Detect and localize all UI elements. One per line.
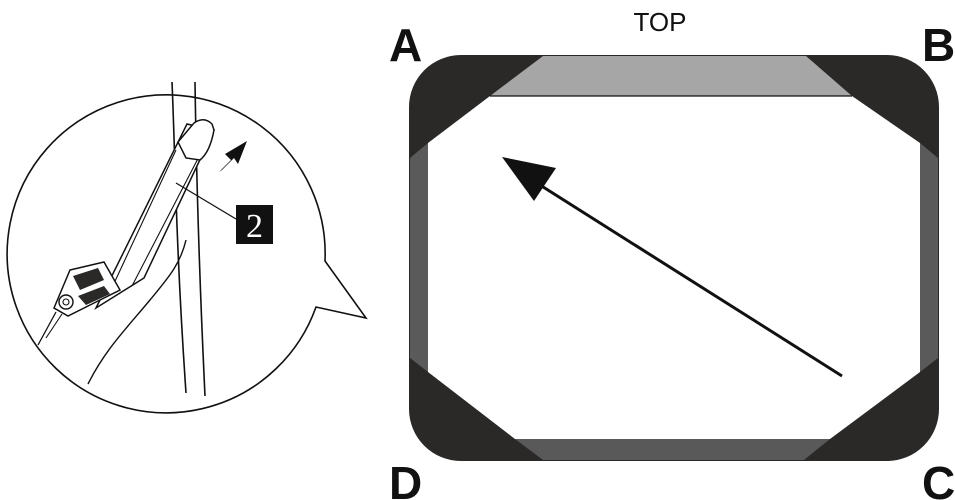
cable-line-right [194, 81, 206, 397]
top-label: TOP [634, 7, 687, 37]
corner-label-b: B [922, 19, 955, 71]
step-number: 2 [246, 208, 263, 245]
right-edge-strip [920, 143, 938, 372]
step-number-box [236, 205, 273, 244]
arrow-up-left-shaft [539, 183, 843, 378]
callout-bubble [6, 94, 368, 414]
arrow-up-right-icon [219, 141, 247, 172]
detail-callout: 2 [6, 81, 368, 414]
screen-frame [409, 55, 939, 461]
corner-label-d: D [389, 457, 422, 500]
hand-contour [87, 239, 187, 385]
screen-panel [428, 96, 920, 439]
bottom-edge-strip [515, 439, 830, 460]
corner-label-a: A [389, 19, 422, 71]
leader-line [175, 182, 237, 220]
left-edge-strip [410, 143, 428, 372]
lever-tool [94, 119, 216, 311]
corner-label-c: C [922, 457, 955, 500]
top-edge-strip [490, 56, 852, 96]
arrow-up-left-icon [502, 157, 556, 201]
clip-latch [37, 261, 122, 346]
